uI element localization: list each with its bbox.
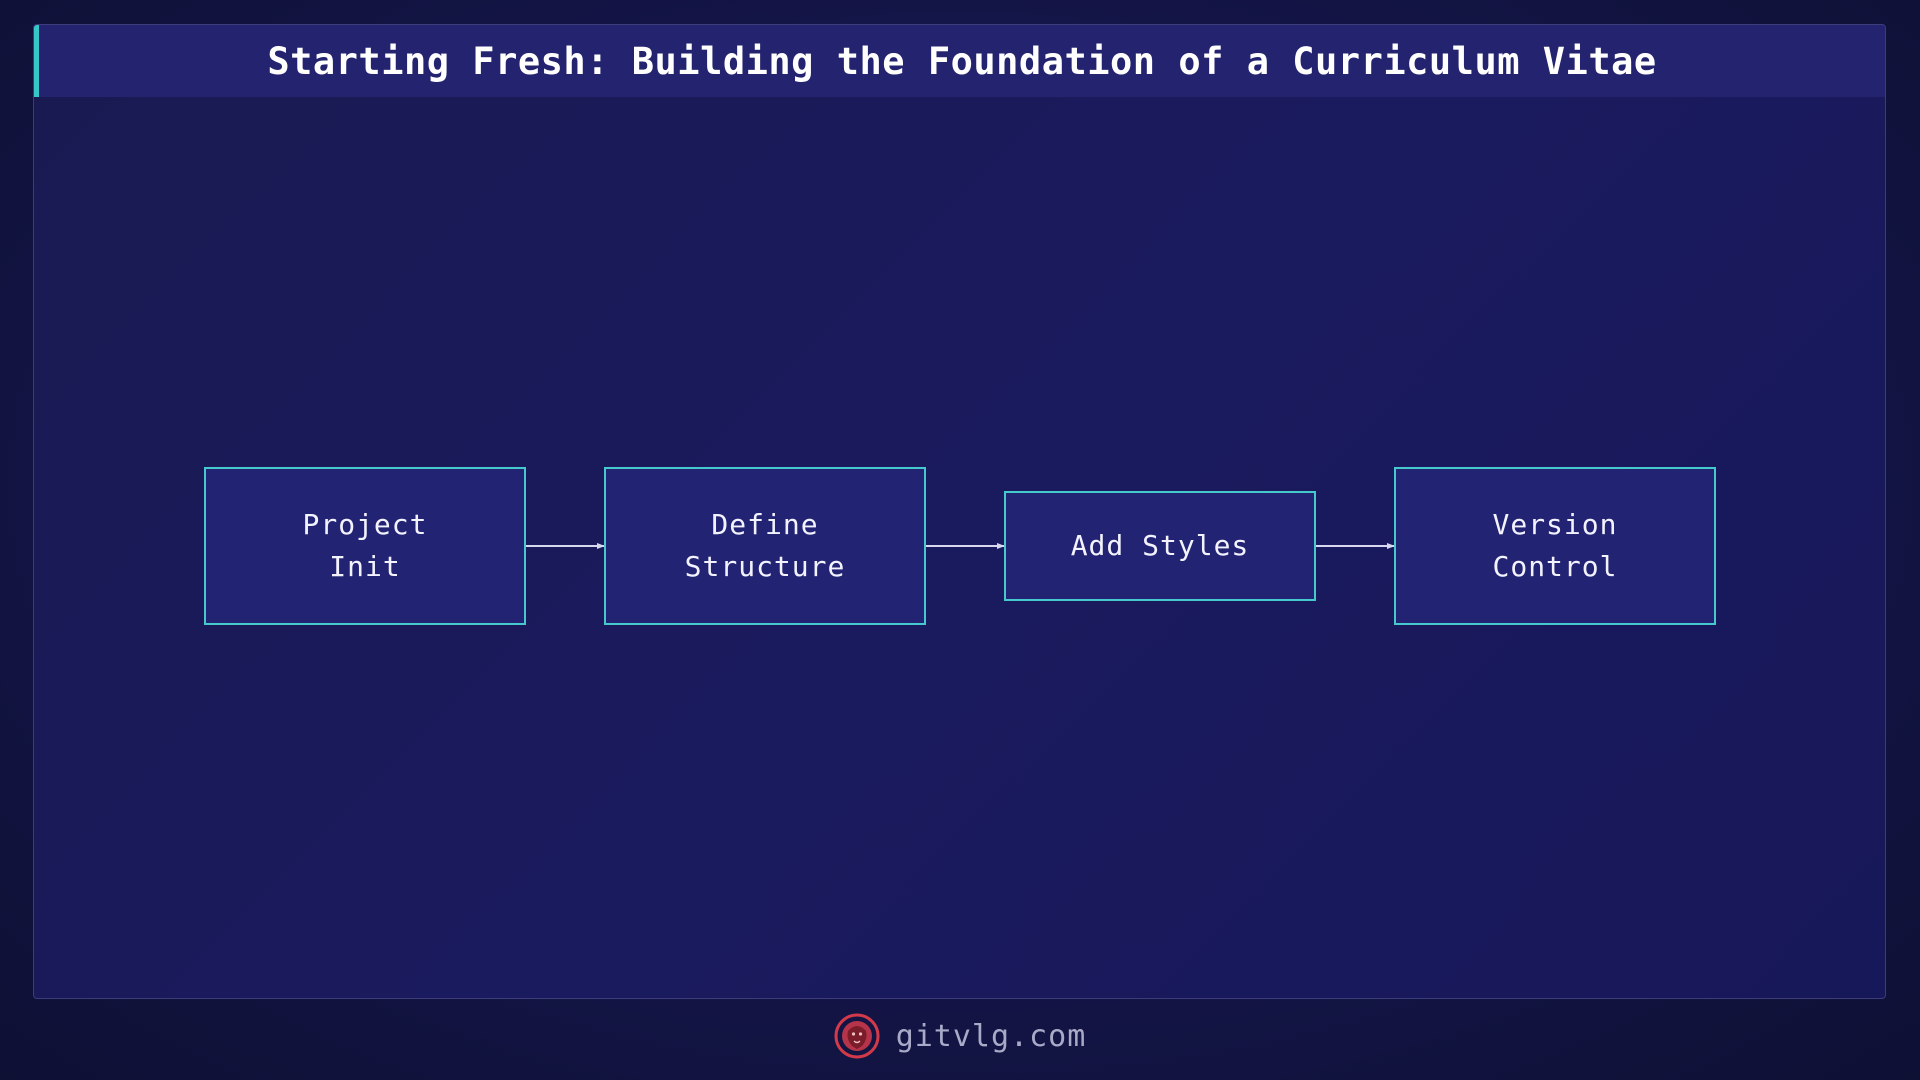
title-bar: Starting Fresh: Building the Foundation … [34,25,1885,97]
step-project-init: Project Init [204,467,526,625]
step-label: Project Init [302,508,428,583]
step-label: Version Control [1492,508,1618,583]
diagram-title: Starting Fresh: Building the Foundation … [267,39,1657,83]
footer: gitvlg.com [0,1008,1920,1064]
step-label: Define Structure [684,508,846,583]
step-add-styles: Add Styles [1004,491,1316,601]
step-label: Add Styles [1070,529,1250,562]
lion-emblem-icon [834,1013,880,1059]
step-define-structure: Define Structure [604,467,926,625]
step-version-control: Version Control [1394,467,1716,625]
site-link[interactable]: gitvlg.com [895,1018,1087,1054]
